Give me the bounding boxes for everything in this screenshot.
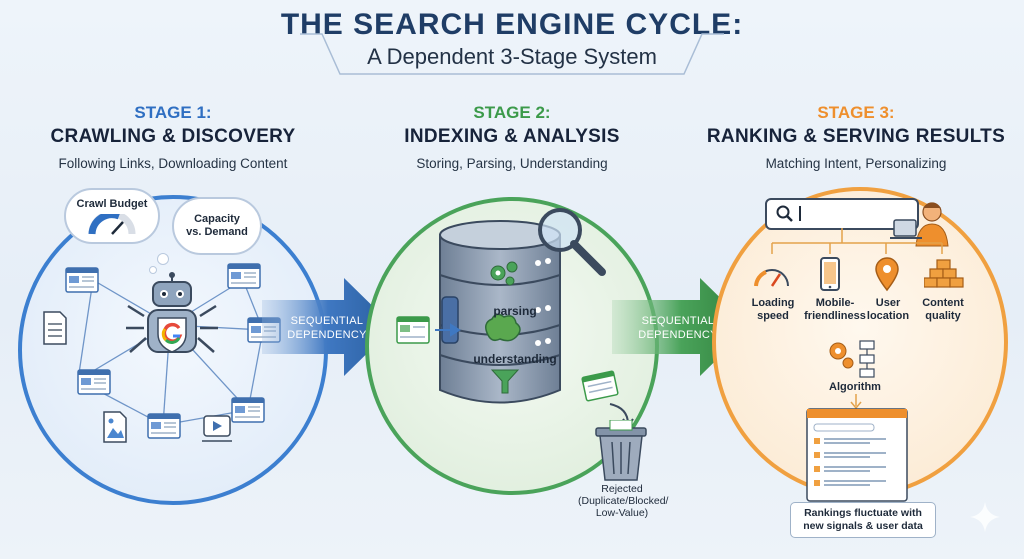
sparkle-icon (970, 502, 1000, 532)
location-pin-icon (875, 257, 899, 292)
connector-1-line2: DEPENDENCY (287, 329, 367, 341)
user-laptop-icon (890, 202, 949, 247)
factor-loading-speed: Loading speed (751, 297, 795, 322)
stage-2-name: INDEXING & ANALYSIS (404, 126, 620, 147)
factor-mobile-friendliness: Mobile- friendliness (804, 297, 866, 322)
algorithm-label: Algorithm (829, 381, 881, 393)
phone-icon (820, 257, 840, 291)
stage-2-description: Storing, Parsing, Understanding (416, 156, 608, 171)
capacity-label: Capacity vs. Demand (186, 213, 248, 238)
arrow-down-icon (850, 394, 862, 410)
text-cursor (799, 206, 801, 221)
factor-user-location: User location (866, 297, 910, 322)
parsing-label: parsing (493, 304, 537, 318)
bubble-dot (157, 253, 169, 265)
algorithm-icon (829, 340, 875, 378)
trash-can-icon (595, 420, 647, 481)
rejected-label: Rejected (Duplicate/Blocked/ Low-Value) (578, 483, 669, 519)
rejected-page-icon (581, 370, 634, 428)
understanding-label: understanding (473, 352, 557, 366)
page-subtitle: A Dependent 3-Stage System (367, 44, 657, 69)
factor-content-quality: Content quality (922, 297, 964, 322)
stage-1-name: CRAWLING & DISCOVERY (50, 126, 296, 147)
title-frame (300, 33, 724, 75)
connector-1-line1: SEQUENTIAL (290, 315, 364, 327)
search-icon (776, 205, 793, 222)
crawler-robot-icon (126, 272, 218, 353)
stage-2-number: STAGE 2: (473, 103, 551, 122)
stage-1-number: STAGE 1: (134, 103, 212, 122)
connector-2-label: SEQUENTIAL DEPENDENCY (632, 314, 724, 342)
bubble-dot (149, 266, 157, 274)
crawl-budget-label: Crawl Budget (76, 198, 148, 210)
factor-connectors (771, 228, 943, 254)
rankings-note: Rankings fluctuate with new signals & us… (803, 507, 923, 532)
search-results-page-icon (806, 408, 908, 502)
stage-3-number: STAGE 3: (817, 103, 895, 122)
connector-2-line1: SEQUENTIAL (641, 315, 715, 327)
incoming-page-icon (396, 316, 461, 344)
database-icon (439, 220, 561, 404)
stage-1-heading: STAGE 1: CRAWLING & DISCOVERY Following … (23, 103, 323, 171)
connector-2-line2: DEPENDENCY (638, 329, 718, 341)
stage-3-description: Matching Intent, Personalizing (765, 156, 947, 171)
capacity-bubble: Capacity vs. Demand (172, 197, 262, 255)
magnifier-icon (538, 208, 606, 276)
stage-3-heading: STAGE 3: RANKING & SERVING RESULTS Match… (706, 103, 1006, 171)
sequential-dependency-arrow-1 (262, 278, 394, 376)
stage-1-description: Following Links, Downloading Content (58, 156, 288, 171)
gauge-icon (88, 214, 136, 235)
connector-1-label: SEQUENTIAL DEPENDENCY (282, 314, 372, 342)
rankings-note-box: Rankings fluctuate with new signals & us… (790, 502, 936, 538)
crawl-budget-bubble: Crawl Budget (64, 188, 160, 244)
stage-2-heading: STAGE 2: INDEXING & ANALYSIS Storing, Pa… (362, 103, 662, 171)
page-title: THE SEARCH ENGINE CYCLE: (280, 8, 744, 41)
stage-3-name: RANKING & SERVING RESULTS (706, 126, 1006, 147)
speedometer-icon (754, 269, 789, 287)
blocks-icon (924, 259, 964, 288)
